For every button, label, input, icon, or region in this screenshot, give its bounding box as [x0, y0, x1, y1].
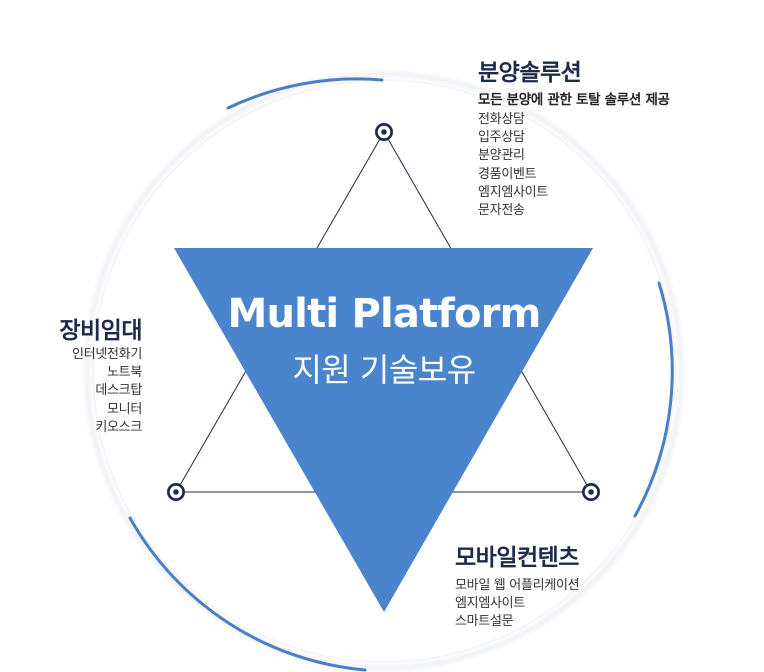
section-heading-sales-solution: 분양솔루션 [478, 60, 582, 86]
list-item: 입주상담 [478, 130, 525, 146]
list-item: 스마트설문 [455, 614, 514, 630]
list-item: 전화상담 [478, 112, 525, 127]
list-item: 분양관리 [478, 148, 525, 164]
arc-right [633, 281, 674, 518]
sales-solution-list: 전화상담 입주상담 분양관리 경품이벤트 엠지엠사이트 문자전송 [478, 111, 548, 220]
list-item: 엠지엠사이트 [455, 596, 525, 612]
section-subtitle-sales-solution: 모든 분양에 관한 토탈 솔루션 제공 [478, 92, 670, 108]
arc-top [226, 77, 384, 110]
mobile-content-list: 모바일 웹 어플리케이션 엠지엠사이트 스마트설문 [455, 577, 580, 632]
node-top [375, 123, 393, 141]
arc-bottom-left [128, 516, 367, 672]
inner-ring [92, 79, 676, 663]
outer-ring [84, 71, 684, 671]
list-item: 문자전송 [478, 203, 525, 219]
center-title: Multi Platform [227, 291, 542, 337]
node-bottom-left [167, 483, 185, 501]
list-item: 엠지엠사이트 [478, 184, 548, 200]
list-item: 모니터 [107, 401, 142, 417]
list-item: 노트북 [107, 365, 142, 381]
equipment-rental-list: 인터넷전화기 노트북 데스크탑 모니터 키오스크 [20, 346, 142, 437]
list-item: 경품이벤트 [478, 166, 537, 182]
center-subtitle: 지원 기술보유 [292, 351, 476, 389]
list-item: 데스크탑 [95, 383, 142, 399]
list-item: 키오스크 [95, 419, 142, 435]
node-bottom-right [582, 483, 600, 501]
section-heading-equipment-rental: 장비임대 [59, 318, 142, 344]
list-item: 인터넷전화기 [72, 347, 142, 362]
main-triangle [174, 248, 593, 612]
list-item: 모바일 웹 어플리케이션 [455, 578, 580, 593]
section-heading-mobile-content: 모바일컨텐츠 [455, 545, 579, 571]
